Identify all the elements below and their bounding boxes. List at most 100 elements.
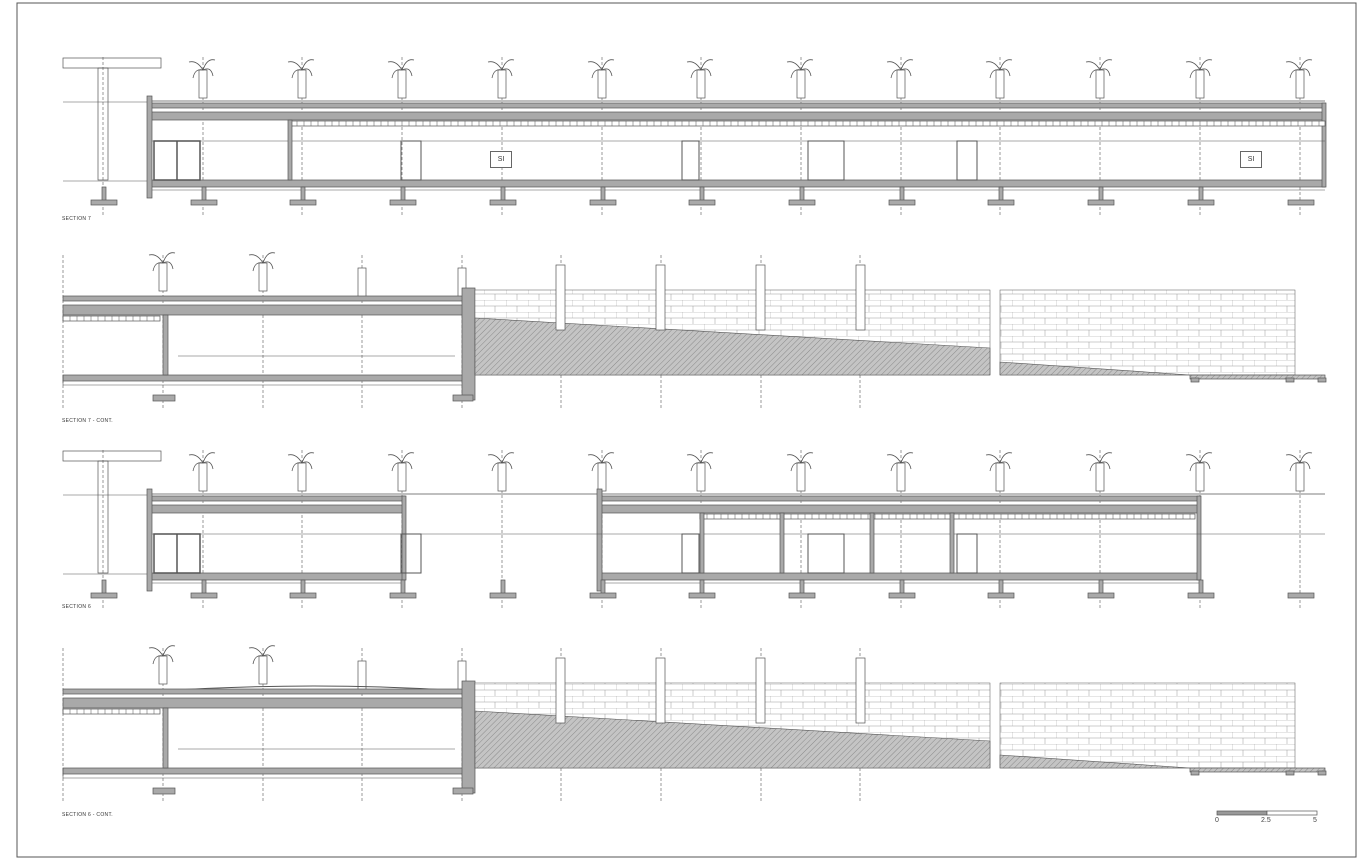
floor-slab [62,767,464,775]
end-wall [1196,495,1202,581]
footing [1190,377,1200,383]
footing [489,199,517,206]
planter-column [796,462,806,492]
footing [888,592,916,599]
door [956,140,978,181]
footing [987,199,1015,206]
footing [289,199,317,206]
end-wall [1321,102,1327,188]
canopy [62,450,162,462]
masonry-wall [999,682,1296,769]
footing [1287,199,1315,206]
tree-icon [148,645,176,665]
planter-column [896,69,906,99]
pier [101,579,107,595]
partition-wall [949,512,955,574]
planter-column [1195,69,1205,99]
masonry-wall [999,289,1296,376]
roof-slab [599,495,1201,502]
planter-column [397,462,407,492]
partition-wall [779,512,785,574]
roof-slab [62,295,464,302]
tree-icon [886,452,914,472]
planter-column [198,462,208,492]
column [97,460,109,574]
footing [452,394,474,402]
scale-bar-empty [1266,810,1318,816]
planter-column [796,69,806,99]
tree-icon [487,59,515,79]
planter-column [696,462,706,492]
pier [699,186,705,202]
rafter-band [62,708,161,715]
footing [788,592,816,599]
tree-icon [248,252,276,272]
planter-column [258,655,268,685]
pillar [855,264,866,331]
footing [888,199,916,206]
floor-slab [62,374,464,382]
planter-column [1295,462,1305,492]
pier [201,579,207,595]
tree-icon [886,59,914,79]
tree-icon [1285,452,1313,472]
footing [987,592,1015,599]
pier [799,186,805,202]
pier [600,186,606,202]
column [97,67,109,181]
pier [699,579,705,595]
footing [489,592,517,599]
footing [90,199,118,206]
end-wall [146,488,153,592]
planter-column [597,462,607,492]
footing [1317,377,1327,383]
planter-column [896,462,906,492]
pier [1098,186,1104,202]
pillar [755,264,766,331]
pillar [755,657,766,724]
planter-column [158,262,168,292]
pier [300,579,306,595]
footing [1087,199,1115,206]
pillar [555,264,566,331]
footing [90,592,118,599]
canopy [62,57,162,69]
pillar [655,657,666,724]
section-6-cont-label: SECTION 6 - CONT. [62,812,113,818]
tree-icon [985,452,1013,472]
tree-icon [188,452,216,472]
footing [1287,592,1315,599]
tree-icon [487,452,515,472]
pier [998,579,1004,595]
end-wall [401,495,407,581]
pier [899,186,905,202]
roof-slab [149,102,1326,109]
tree-icon [686,452,714,472]
planter-column [1095,462,1105,492]
roof-slab [149,495,406,502]
footing [1187,592,1215,599]
scale-bar-filled [1216,810,1268,816]
si-sign: SI [490,151,512,168]
end-wall [596,488,603,592]
footing [152,787,176,795]
retaining-wall [461,287,476,401]
pier [201,186,207,202]
rafter-band [62,315,161,322]
planter-column [397,69,407,99]
pillar [855,657,866,724]
roof-slab [62,304,464,316]
tree-icon [1185,452,1213,472]
tree-icon [248,645,276,665]
tree-icon [287,59,315,79]
door [681,533,700,574]
planter-column [258,262,268,292]
pier [500,579,506,595]
footing [589,199,617,206]
planter-column [158,655,168,685]
planter-column [597,69,607,99]
door [681,140,700,181]
tree-icon [387,59,415,79]
pier [600,579,606,595]
